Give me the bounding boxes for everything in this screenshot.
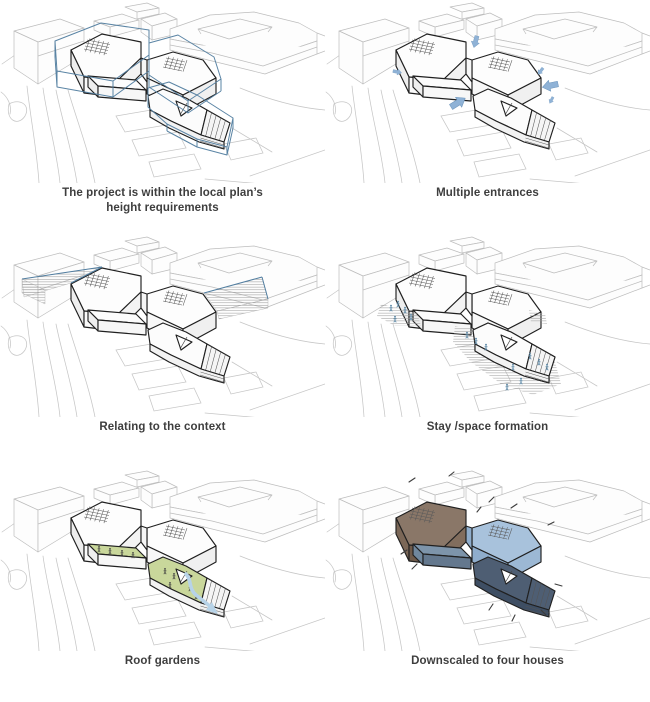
- panel-multiple-entrances: Multiple entrances: [325, 0, 650, 234]
- panel-caption: Relating to the context: [99, 421, 226, 433]
- panel-caption: Downscaled to four houses: [411, 655, 564, 667]
- panel-caption: The project is within the local plan’s h…: [62, 187, 263, 215]
- panel-four-houses: Downscaled to four houses: [325, 468, 650, 702]
- height-envelope-illustration: [0, 0, 325, 183]
- four-houses-illustration: [325, 468, 650, 651]
- panel-caption: Roof gardens: [124, 655, 201, 667]
- stay-space-illustration: [325, 234, 650, 417]
- multiple-entrances-illustration: [325, 0, 650, 183]
- roof-gardens-illustration: [0, 468, 325, 651]
- relating-context-illustration: [0, 234, 325, 417]
- panel-relating-context: Relating to the context: [0, 234, 325, 468]
- panel-stay-space: Stay /space formation: [325, 234, 650, 468]
- motion-dash-marks: [400, 471, 563, 622]
- height-envelope-wireframe: [54, 22, 234, 156]
- context-hatch-planes: [21, 266, 269, 320]
- panel-roof-gardens: Roof gardens: [0, 468, 325, 702]
- panel-height-envelope: The project is within the local plan’s h…: [0, 0, 325, 234]
- panel-caption: Multiple entrances: [436, 187, 539, 199]
- garden-flow-arrow-icon: [184, 572, 218, 614]
- panel-caption: Stay /space formation: [426, 421, 549, 433]
